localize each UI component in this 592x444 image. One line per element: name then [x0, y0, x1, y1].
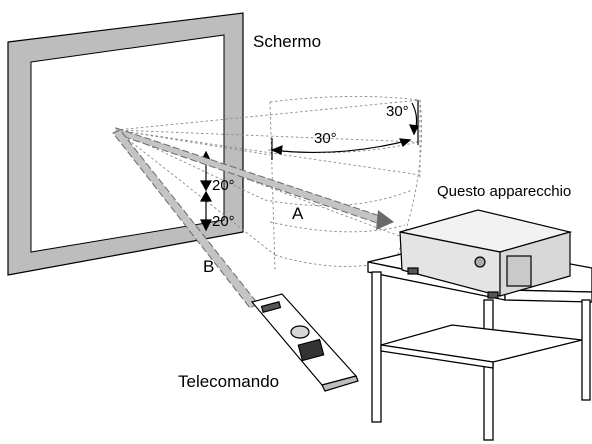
remote-label: Telecomando [178, 372, 279, 391]
table-leg-front-left [371, 271, 382, 423]
table-leg-back [581, 299, 591, 401]
remote-top-buttons [260, 301, 282, 313]
table-shelf [380, 324, 583, 363]
arrow-30-inner-head-left [270, 145, 283, 155]
table-shelf-edge [380, 344, 494, 369]
horizontal-angle-markers [270, 100, 419, 160]
projector-foot-left [407, 267, 419, 275]
arrow-30-inner-head-right [399, 138, 412, 147]
arrow-30-outer-head [409, 124, 419, 136]
beam-b-body [112, 129, 259, 309]
projector [399, 209, 573, 299]
cone-line-mid [115, 129, 421, 176]
remote-button-grid [297, 338, 325, 362]
cone-line-left-low [115, 129, 276, 256]
arrow-30-inner [271, 139, 411, 154]
cone-vertical-left [269, 101, 276, 271]
beam-a-head [376, 210, 394, 230]
arrow-20-lower-head-top [199, 190, 213, 202]
arrow-20-lower-head-bottom [200, 219, 212, 232]
beam-a [115, 127, 394, 230]
projector-lens [474, 256, 486, 268]
projector-foot-right [487, 291, 499, 299]
remote-control [250, 293, 359, 392]
path-a-label: A [292, 204, 304, 223]
cone-line-upper [115, 129, 419, 143]
vertical-angle-upper-label: 20° [212, 177, 235, 194]
arrow-20-upper-head-bottom [199, 180, 213, 192]
cone-arc-top [269, 95, 421, 103]
table-top-edge-right [504, 289, 592, 303]
remote-dpad [290, 325, 310, 339]
horizontal-angle-outer-label: 30° [386, 103, 409, 120]
cone-line-top [115, 99, 421, 131]
range-cone [115, 95, 422, 271]
beam-b [112, 129, 259, 309]
horizontal-angle-inner-label: 30° [314, 130, 337, 147]
table-leg-front-mid [483, 299, 494, 441]
projector-panel [506, 255, 532, 287]
remote-edge [321, 375, 359, 392]
projector-label: Questo apparecchio [437, 183, 571, 200]
cone-line-left-top [115, 129, 271, 156]
path-b-label: B [203, 257, 214, 276]
vertical-angle-lower-label: 20° [212, 213, 235, 230]
screen-label: Schermo [253, 32, 321, 51]
